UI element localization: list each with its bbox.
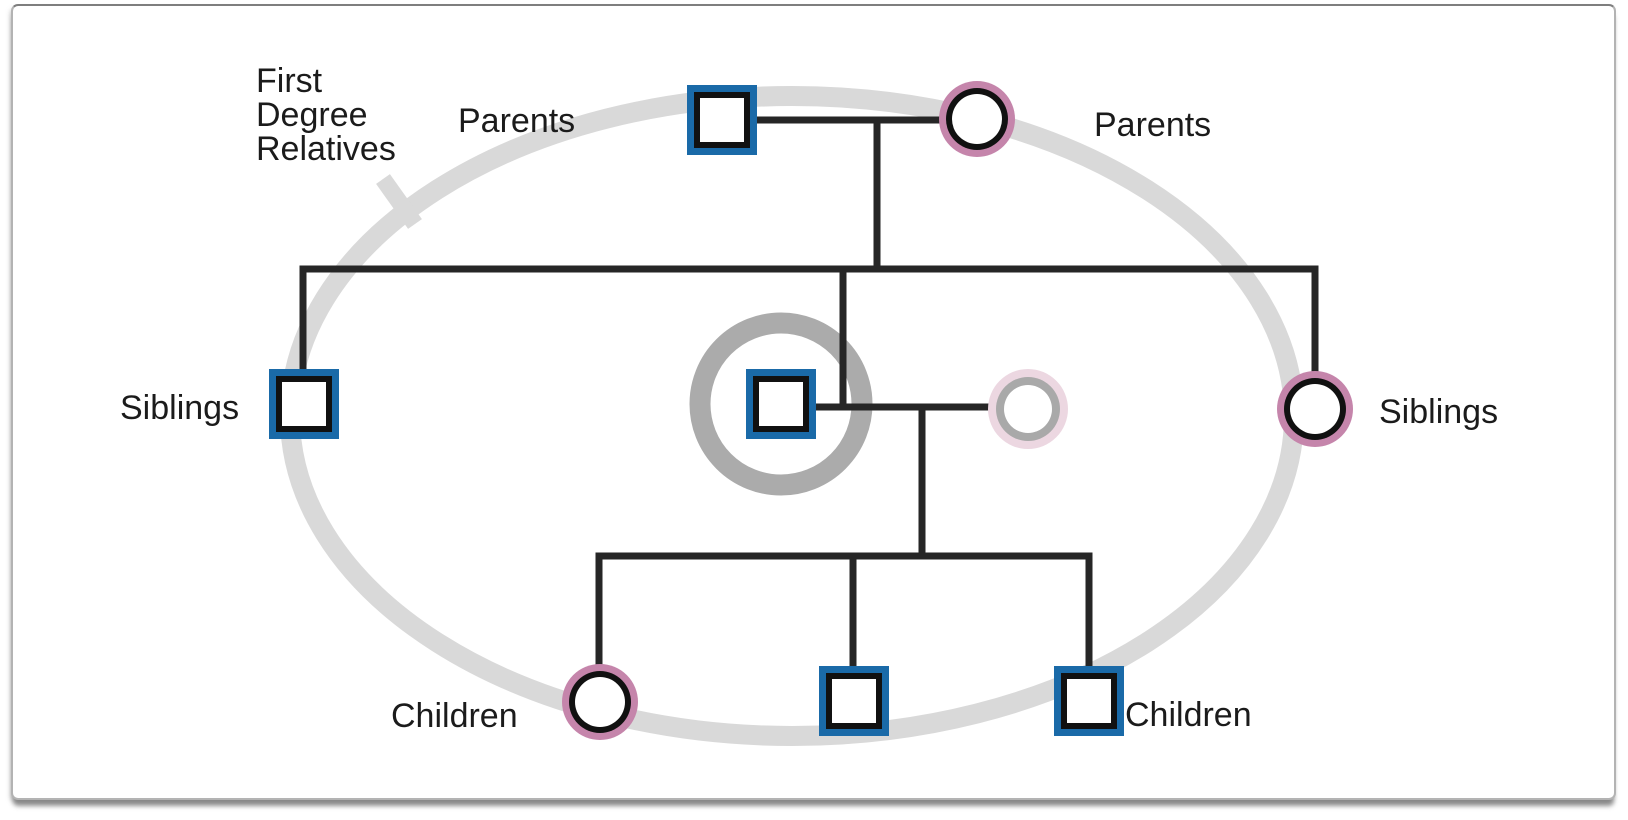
children-label-left: Children [391, 697, 518, 735]
siblings-label-right: Siblings [1379, 393, 1499, 431]
children-label-right: Children [1125, 696, 1252, 734]
sibling-left-symbol [269, 369, 339, 439]
parents-label-right: Parents [1094, 106, 1212, 144]
label-pointer-tick [376, 174, 422, 229]
proband-symbol [746, 369, 816, 439]
sibling-right-symbol [1277, 371, 1353, 447]
child-middle-symbol [819, 666, 889, 736]
father-symbol [687, 85, 757, 155]
parents-label-left: Parents [458, 102, 576, 140]
siblings-label-left: Siblings [120, 389, 240, 427]
first-degree-relatives-label: First Degree Relatives [256, 64, 396, 166]
child-right-symbol [1054, 666, 1124, 736]
first-degree-line-2: Degree [256, 96, 368, 134]
first-degree-line-1: First [256, 62, 323, 100]
mother-symbol [939, 81, 1015, 157]
first-degree-line-3: Relatives [256, 130, 396, 168]
partner-symbol [988, 369, 1068, 449]
child-left-symbol [562, 664, 638, 740]
